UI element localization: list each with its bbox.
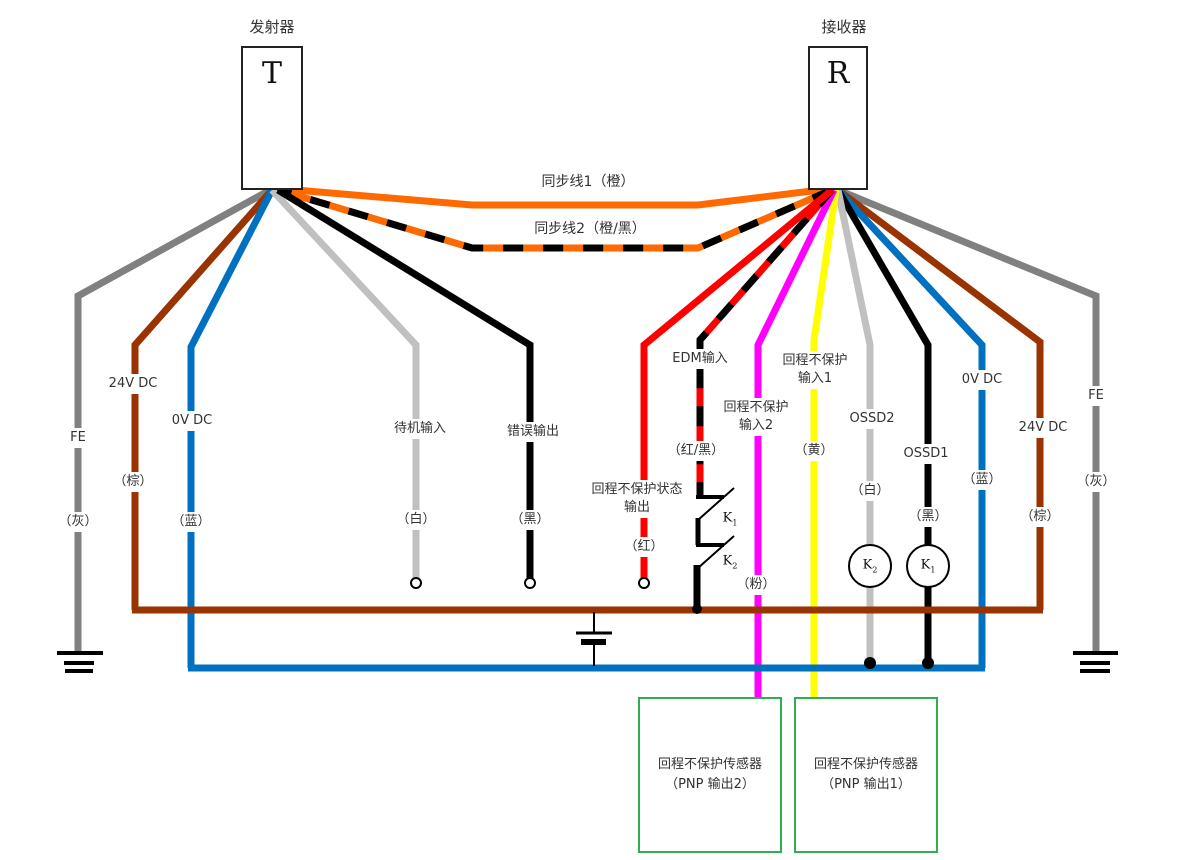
emitter-title: 发射器 (249, 18, 295, 36)
receiver-fe-color: （灰） (1076, 472, 1116, 492)
sensor-1-line1: 回程不保护传感器 (813, 757, 918, 772)
receiver-wire-muting-in1 (810, 189, 840, 698)
muting-in1-label: 回程不保护 输入1 (782, 351, 848, 389)
terminal-error (524, 577, 536, 589)
receiver-unit: R (808, 46, 868, 190)
receiver-wire-ossd1 (834, 188, 932, 548)
edm-label: EDM输入 (672, 349, 728, 369)
ossd1-label: OSSD1 (903, 444, 949, 464)
sensor-2-line2: （PNP 输出2） (665, 777, 755, 792)
emitter-wire-standby (269, 187, 420, 578)
coil-k1-label: K1 (920, 557, 936, 575)
ossd2-label: OSSD2 (849, 409, 895, 429)
coil-k1 (906, 544, 950, 588)
emitter-24v-label: 24V DC (108, 374, 158, 394)
emitter-error-color: （黑） (510, 510, 550, 530)
emitter-fe-color: （灰） (58, 512, 98, 532)
junction-edm (692, 604, 702, 614)
receiver-0v-color: （蓝） (962, 470, 1002, 490)
ground-icon-right (1073, 651, 1118, 673)
ossd2-color: （白） (850, 481, 890, 501)
terminal-muting-status (638, 577, 650, 589)
receiver-24v-color: （棕） (1020, 507, 1060, 527)
emitter-24v-color: （棕） (113, 472, 153, 492)
receiver-wire-fe (836, 186, 1100, 652)
junction-ossd2 (864, 657, 876, 669)
emitter-letter: T (261, 56, 282, 91)
edm-color: （红/黑） (667, 441, 725, 461)
emitter-0v-color: （蓝） (171, 512, 211, 532)
ground-icon-left (57, 651, 103, 673)
emitter-0v-label: 0V DC (171, 411, 213, 431)
emitter-wire-0v (187, 188, 276, 668)
emitter-standby-label: 待机输入 (393, 419, 447, 439)
junction-ossd1 (922, 657, 934, 669)
dc-power-symbol (576, 612, 612, 666)
receiver-24v-label: 24V DC (1018, 418, 1068, 438)
emitter-unit: T (241, 46, 303, 190)
emitter-wire-error (276, 187, 534, 578)
muting-in2-label: 回程不保护 输入2 (723, 398, 789, 436)
emitter-error-label: 错误输出 (506, 422, 560, 442)
relay-contacts (693, 487, 735, 608)
receiver-letter: R (826, 56, 850, 91)
receiver-wire-0v (835, 187, 986, 668)
receiver-0v-label: 0V DC (961, 370, 1003, 390)
receiver-title: 接收器 (821, 18, 867, 36)
sensor-1-line2: （PNP 输出1） (821, 777, 911, 792)
ossd1-color: （黑） (908, 507, 948, 527)
emitter-fe-label: FE (70, 428, 86, 448)
muting-in1-color: （黄） (794, 441, 834, 461)
sync-line-1-label: 同步线1（橙） (541, 174, 635, 190)
coil-k2-label: K2 (862, 557, 878, 575)
emitter-wire-24v (131, 187, 275, 610)
receiver-fe-label: FE (1088, 386, 1104, 406)
emitter-standby-color: （白） (396, 510, 436, 530)
muting-status-color: （红） (624, 537, 664, 557)
coil-k2 (848, 544, 892, 588)
terminal-standby (410, 577, 422, 589)
sensor-2-line1: 回程不保护传感器 (657, 757, 762, 772)
contact-k2-label: K2 (722, 553, 738, 571)
sync-line-2-label: 同步线2（橙/黑） (534, 221, 646, 237)
emitter-wire-fe (74, 186, 272, 652)
sync-line-1 (271, 184, 837, 209)
muting-status-label: 回程不保护状态 输出 (591, 480, 683, 518)
contact-k1-label: K1 (722, 510, 738, 528)
muting-sensor-1: 回程不保护传感器 （PNP 输出1） (794, 697, 938, 853)
muting-in2-color: （粉） (736, 575, 776, 595)
receiver-wire-ossd2 (834, 189, 874, 548)
sync-line-2-stripe (270, 184, 838, 252)
muting-sensor-2: 回程不保护传感器 （PNP 输出2） (638, 697, 782, 853)
